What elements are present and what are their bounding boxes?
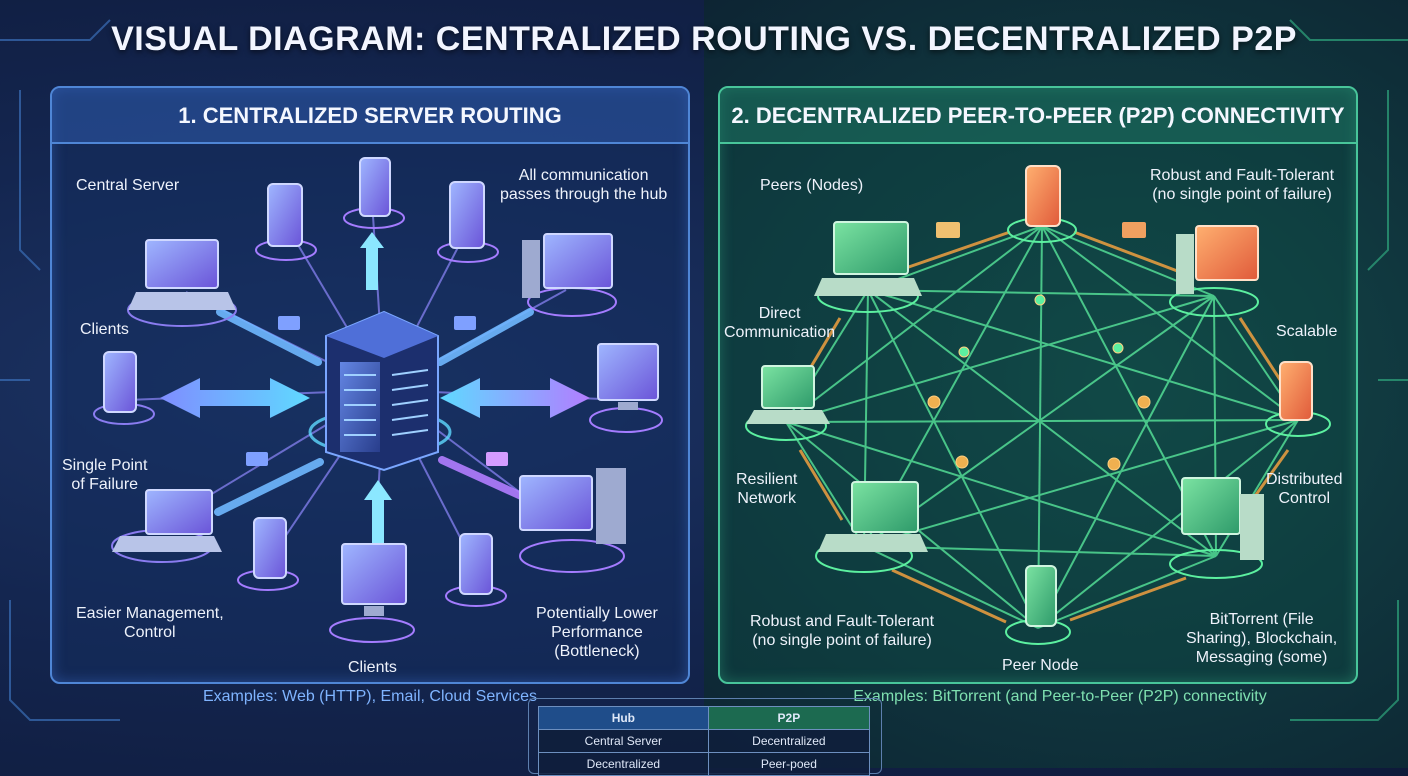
- comparison-table: Hub P2P Central Server Decentralized Dec…: [538, 706, 871, 776]
- table-header-hub: Hub: [538, 706, 709, 730]
- up-arrow: [360, 232, 384, 290]
- peer-phone-right: [1265, 361, 1331, 437]
- label-robust-top: Robust and Fault-Tolerant (no single poi…: [1150, 167, 1335, 203]
- table-cell: Decentralized: [707, 729, 871, 753]
- label-single-point-of-failure: Single Point of Failure: [62, 457, 148, 493]
- label-peers-nodes: Peers (Nodes): [760, 177, 864, 194]
- client-phone-top: [255, 183, 317, 261]
- bidirectional-arrow-right: [440, 378, 590, 418]
- circuit-lines-left: [0, 19, 120, 721]
- table-row: Central Server Decentralized: [538, 729, 871, 753]
- central-server-icon: [325, 310, 439, 472]
- label-peer-node: Peer Node: [1002, 657, 1079, 674]
- client-phone-top-center: [343, 157, 405, 229]
- data-packet-icons: [246, 222, 1146, 466]
- label-resilient-network: Resilient Network: [736, 471, 798, 507]
- label-scalable: Scalable: [1276, 323, 1338, 340]
- peer-desktop-top-right: [1169, 225, 1259, 317]
- client-laptop-top-left: [127, 239, 237, 327]
- up-arrow-bottom: [364, 480, 392, 556]
- label-bittorrent: BitTorrent (File Sharing), Blockchain, M…: [1186, 611, 1338, 666]
- label-direct-communication: Direct Communication: [724, 305, 836, 341]
- client-phone-bottom-right: [445, 533, 507, 607]
- peer-laptop-top-left: [814, 221, 922, 313]
- client-laptop-bottom-left: [111, 489, 222, 563]
- client-desktop-bottom-right: [519, 468, 626, 573]
- client-phone-bottom: [237, 517, 299, 591]
- table-cell: Peer-poed: [707, 752, 871, 776]
- label-central-server: Central Server: [76, 177, 180, 194]
- peer-phone-bottom: [1005, 565, 1071, 645]
- client-monitor-bottom: [329, 543, 415, 643]
- label-robust-bottom: Robust and Fault-Tolerant (no single poi…: [750, 613, 935, 649]
- circuit-lines-right: [1289, 19, 1408, 721]
- mesh-relay-nodes: [927, 294, 1151, 471]
- table-header-p2p: P2P: [707, 706, 871, 730]
- label-all-communication: All communication passes through the hub: [500, 167, 668, 203]
- bidirectional-arrow-left: [160, 378, 310, 418]
- page-title: VISUAL DIAGRAM: CENTRALIZED ROUTING VS. …: [111, 20, 1297, 58]
- client-phone-left: [93, 351, 155, 425]
- peer-laptop-left: [745, 365, 830, 441]
- peer-phone-top: [1007, 165, 1077, 243]
- table-cell: Central Server: [538, 729, 709, 753]
- client-desktop-top-right: [522, 233, 617, 317]
- label-clients-top: Clients: [80, 321, 129, 338]
- label-lower-performance: Potentially Lower Performance (Bottlenec…: [536, 605, 658, 660]
- examples-centralized: Examples: Web (HTTP), Email, Cloud Servi…: [202, 688, 537, 705]
- examples-p2p: Examples: BitTorrent (and Peer-to-Peer (…: [853, 688, 1267, 705]
- centralized-heading: 1. CENTRALIZED SERVER ROUTING: [52, 88, 688, 144]
- label-clients-bottom: Clients: [348, 659, 397, 676]
- client-monitor-right: [589, 343, 663, 433]
- label-easier-management: Easier Management, Control: [76, 605, 224, 641]
- peer-desktop-bottom-right: [1169, 477, 1264, 579]
- table-header-row: Hub P2P: [538, 706, 871, 730]
- p2p-outer-ring: [794, 230, 1290, 624]
- table-row: Decentralized Peer-poed: [538, 752, 871, 776]
- peer-laptop-bottom-left: [815, 481, 928, 573]
- label-distributed-control: Distributed Control: [1266, 471, 1343, 507]
- p2p-heading: 2. DECENTRALIZED PEER-TO-PEER (P2P) CONN…: [720, 88, 1356, 144]
- table-cell: Decentralized: [538, 752, 709, 776]
- client-phone-top-right: [437, 181, 499, 263]
